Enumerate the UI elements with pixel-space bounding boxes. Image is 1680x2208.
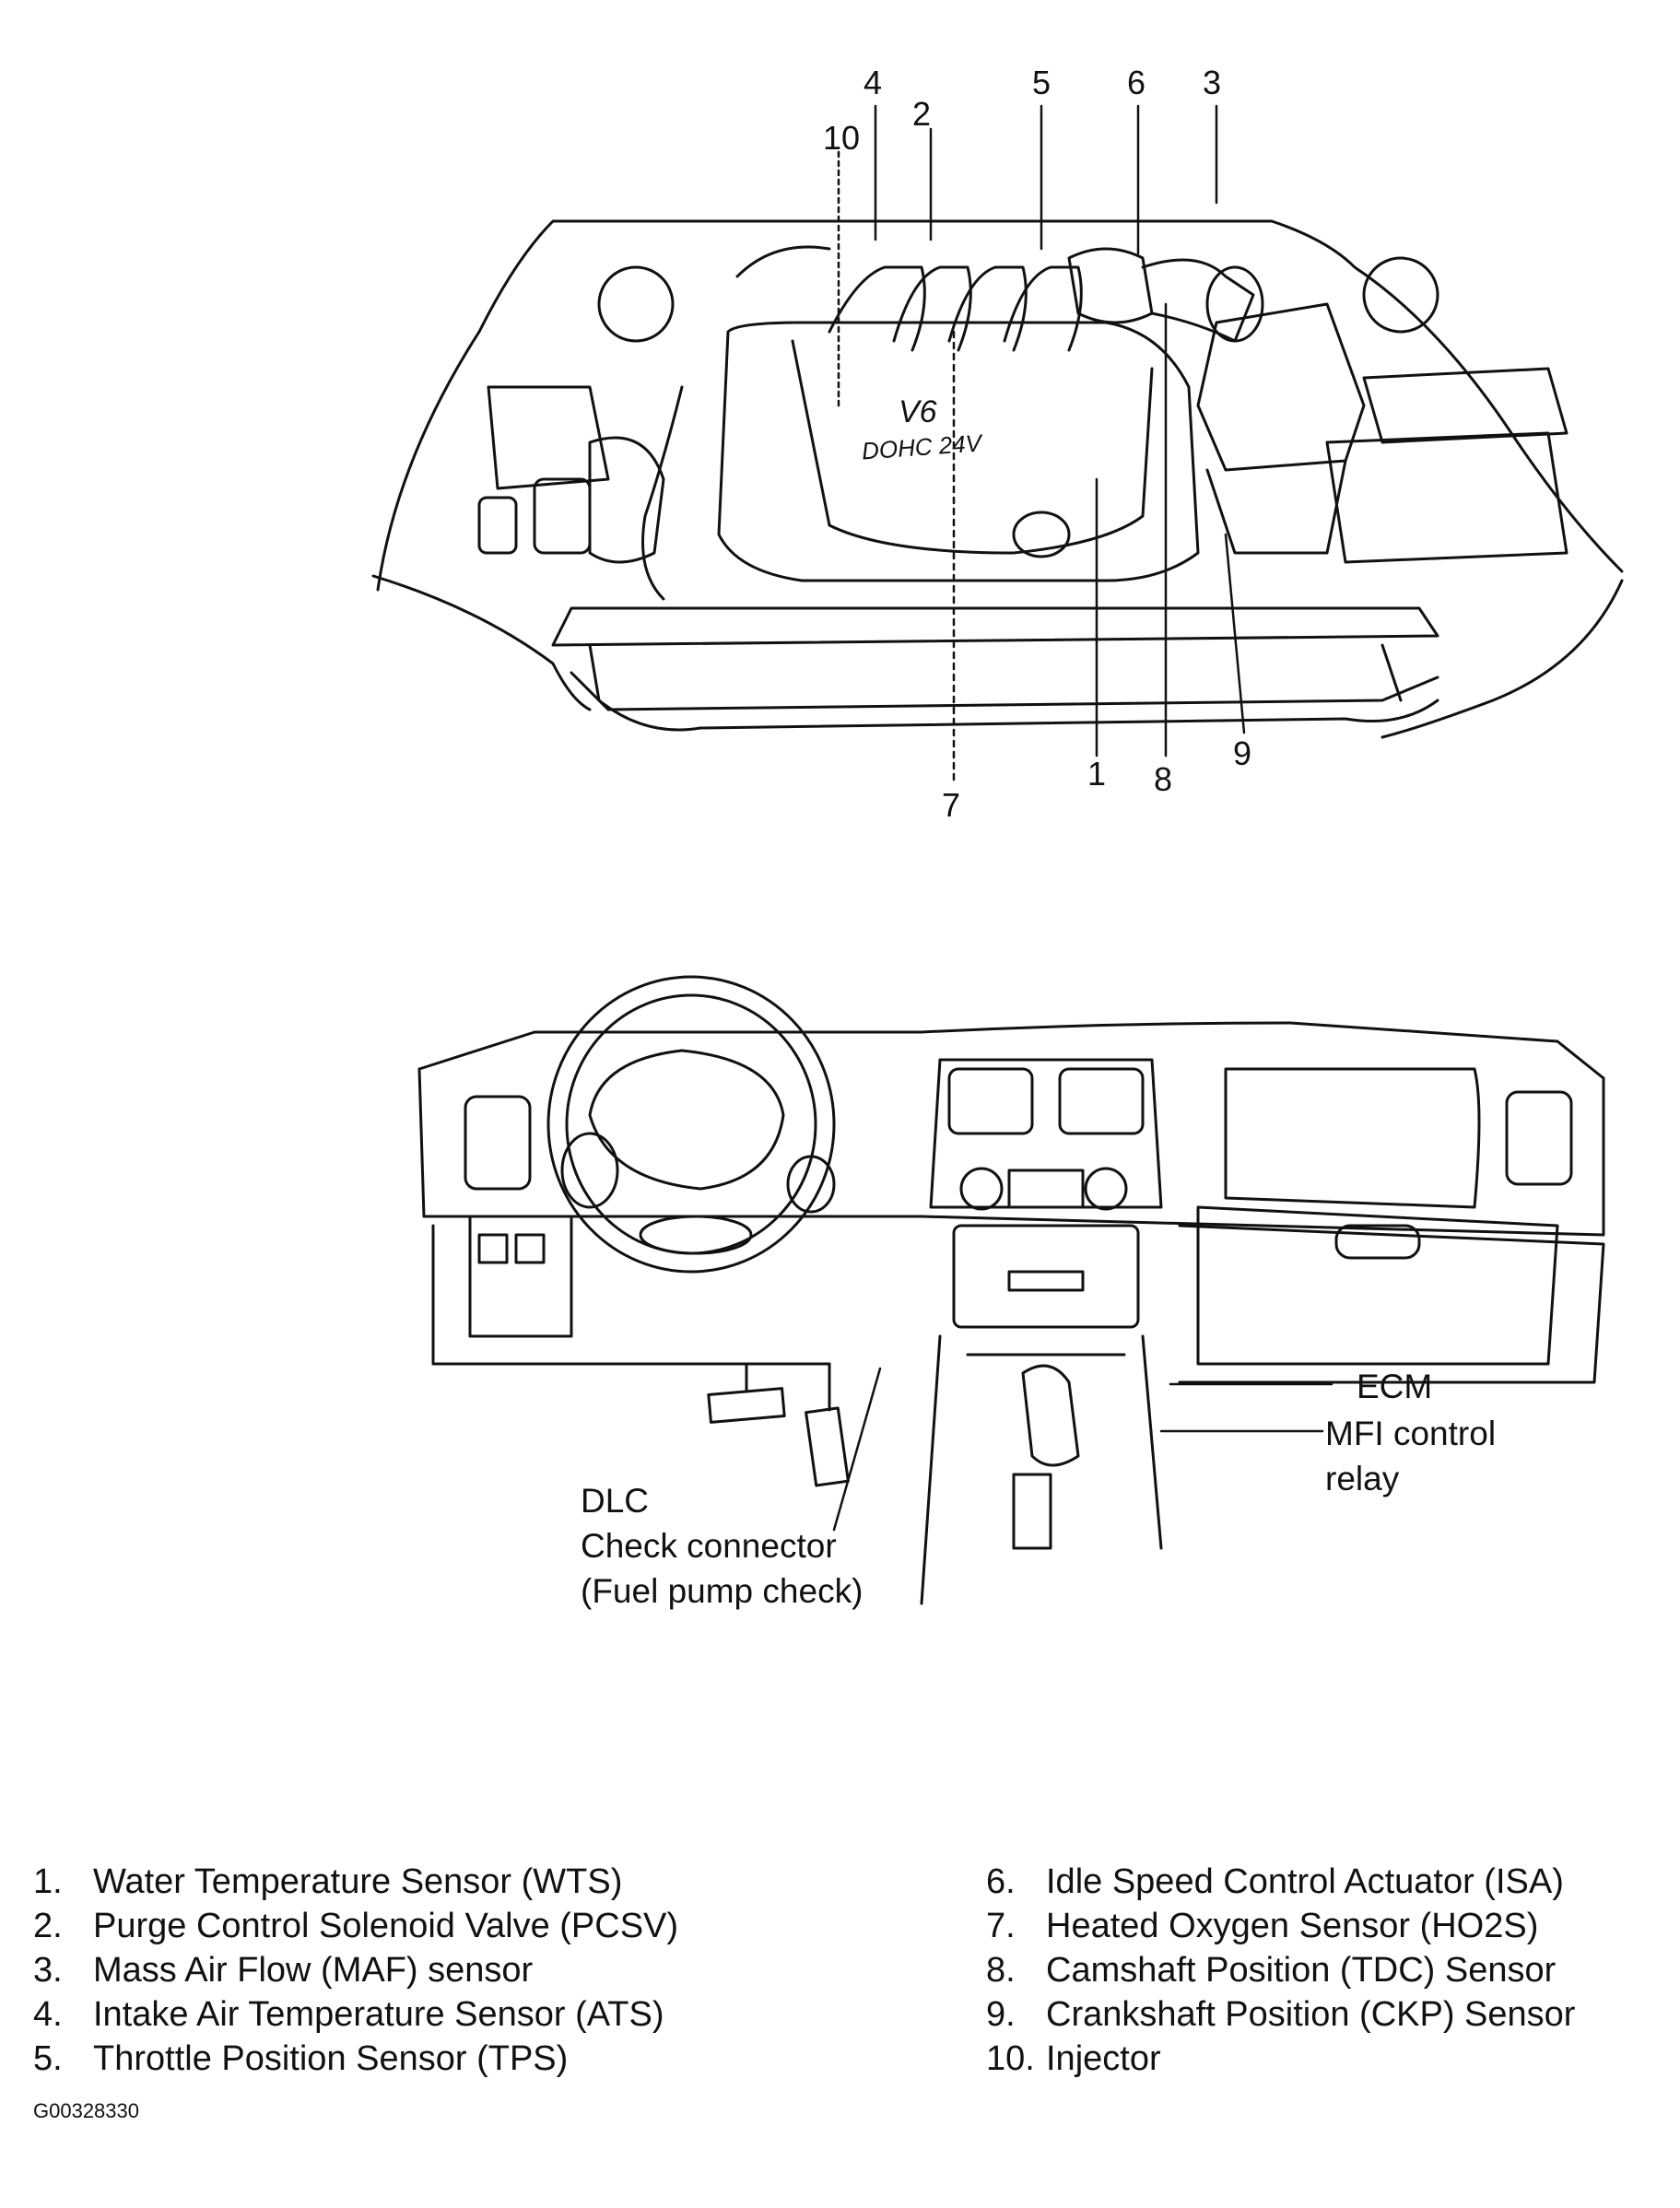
engine-leader-lines: [837, 104, 1246, 785]
mfi-label-line-1: MFI control: [1325, 1415, 1497, 1452]
dashboard-diagram: [417, 975, 1605, 1605]
climate-knob-left: [959, 1167, 1004, 1211]
legend-item: 9.Crankshaft Position (CKP) Sensor: [986, 1995, 1576, 2034]
dlc-label-line-1: DLC: [581, 1482, 650, 1520]
gear-shifter: [1021, 1364, 1080, 1467]
battery: [1325, 431, 1568, 564]
fender-left: [371, 574, 592, 711]
legend-item: 6.Idle Speed Control Actuator (ISA): [986, 1862, 1564, 1901]
engine-cover-inner: [791, 339, 1154, 555]
right-strut-tower: [1362, 256, 1439, 334]
radio-display: [1007, 1270, 1085, 1292]
mfi-label-line-2: relay: [1325, 1460, 1400, 1498]
callout-2: 2: [912, 95, 932, 133]
right-spoke-pad: [786, 1155, 836, 1214]
hood-outline: [376, 219, 1624, 592]
radiator-support-lower: [588, 643, 1403, 702]
intake-runners: [828, 265, 1083, 352]
radiator-support: [551, 606, 1439, 647]
center-stack: [929, 1058, 1163, 1209]
oil-filler-cap: [1012, 511, 1071, 558]
power-steering-reservoir: [588, 436, 665, 564]
radio-unit: [952, 1224, 1140, 1329]
gear-indicator: [1012, 1473, 1052, 1550]
front-bumper-lower: [597, 699, 1439, 732]
callout-3: 3: [1203, 64, 1222, 101]
climate-center-panel: [1007, 1169, 1085, 1209]
left-switch-1: [477, 1233, 509, 1264]
callout-7: 7: [942, 786, 961, 824]
dash-lower: [431, 1224, 1605, 1384]
legend-column-left: 1.Water Temperature Sensor (WTS) 2.Purge…: [33, 1860, 678, 2081]
coolant-reservoir: [487, 385, 610, 490]
glove-box-upper: [1224, 1067, 1481, 1209]
center-vent-left: [947, 1067, 1034, 1135]
steering-wheel-inner: [565, 993, 817, 1255]
legend-column-right: 6.Idle Speed Control Actuator (ISA) 7.He…: [986, 1860, 1575, 2081]
legend-item: 3.Mass Air Flow (MAF) sensor: [33, 1951, 534, 1990]
dlc-label-line-2: Check connector: [581, 1527, 837, 1566]
steering-wheel-hub: [588, 1049, 785, 1191]
dash-leader-lines: [832, 1367, 1333, 1532]
legend-item: 10.Injector: [986, 2039, 1161, 2078]
callout-5: 5: [1032, 64, 1051, 101]
engine-bay-diagram: [371, 104, 1624, 785]
callout-8: 8: [1154, 760, 1173, 798]
legend-item: 2.Purge Control Solenoid Valve (PCSV): [33, 1907, 679, 1945]
maf-sensor-body: [1205, 265, 1264, 343]
front-bumper: [570, 671, 1439, 711]
legend-item: 5.Throttle Position Sensor (TPS): [33, 2039, 569, 2078]
air-intake-hose: [1141, 258, 1255, 343]
center-vent-right: [1058, 1067, 1145, 1135]
fender-right: [1380, 579, 1624, 739]
mfi-control-relay-label: MFI control relay: [1325, 1411, 1496, 1501]
center-console: [920, 1334, 1163, 1605]
engine-cover-v6: V6: [899, 394, 937, 429]
radiator-hose: [641, 385, 684, 601]
callout-1: 1: [1087, 755, 1107, 793]
callout-6: 6: [1127, 64, 1146, 101]
legend-item: 7.Heated Oxygen Sensor (HO2S): [986, 1907, 1539, 1945]
right-air-vent: [1505, 1090, 1573, 1186]
legend-item: 8.Camshaft Position (TDC) Sensor: [986, 1951, 1557, 1990]
left-strut-tower: [597, 265, 675, 343]
left-switch-2: [514, 1233, 546, 1264]
brake-pedal: [707, 1387, 786, 1424]
callout-9: 9: [1233, 734, 1252, 772]
dlc-label: DLC Check connector (Fuel pump check): [581, 1478, 863, 1615]
engine-cover: [717, 321, 1200, 582]
glove-box-handle: [1334, 1224, 1421, 1260]
legend-item: 1.Water Temperature Sensor (WTS): [33, 1862, 623, 1901]
left-air-vent: [464, 1095, 532, 1191]
dash-face: [417, 1067, 1605, 1237]
accelerator-pedal: [805, 1406, 850, 1487]
dash-top: [417, 1021, 1605, 1080]
left-spoke-pad: [560, 1132, 619, 1209]
battery-top: [1362, 367, 1568, 444]
ecm-label: ECM: [1357, 1368, 1433, 1405]
steering-wheel: [546, 975, 836, 1274]
fuel-line: [735, 245, 831, 278]
climate-knob-right: [1084, 1167, 1128, 1211]
figure-code: G00328330: [33, 2099, 139, 2122]
glove-box: [1196, 1205, 1559, 1366]
callout-4: 4: [863, 64, 883, 101]
legend-item: 4.Intake Air Temperature Sensor (ATS): [33, 1995, 664, 2034]
dlc-label-line-3: (Fuel pump check): [581, 1572, 863, 1611]
steering-hub-bottom: [639, 1215, 753, 1255]
washer-reservoir: [477, 496, 518, 555]
callout-10: 10: [823, 119, 861, 157]
left-switch-panel: [468, 1215, 573, 1338]
